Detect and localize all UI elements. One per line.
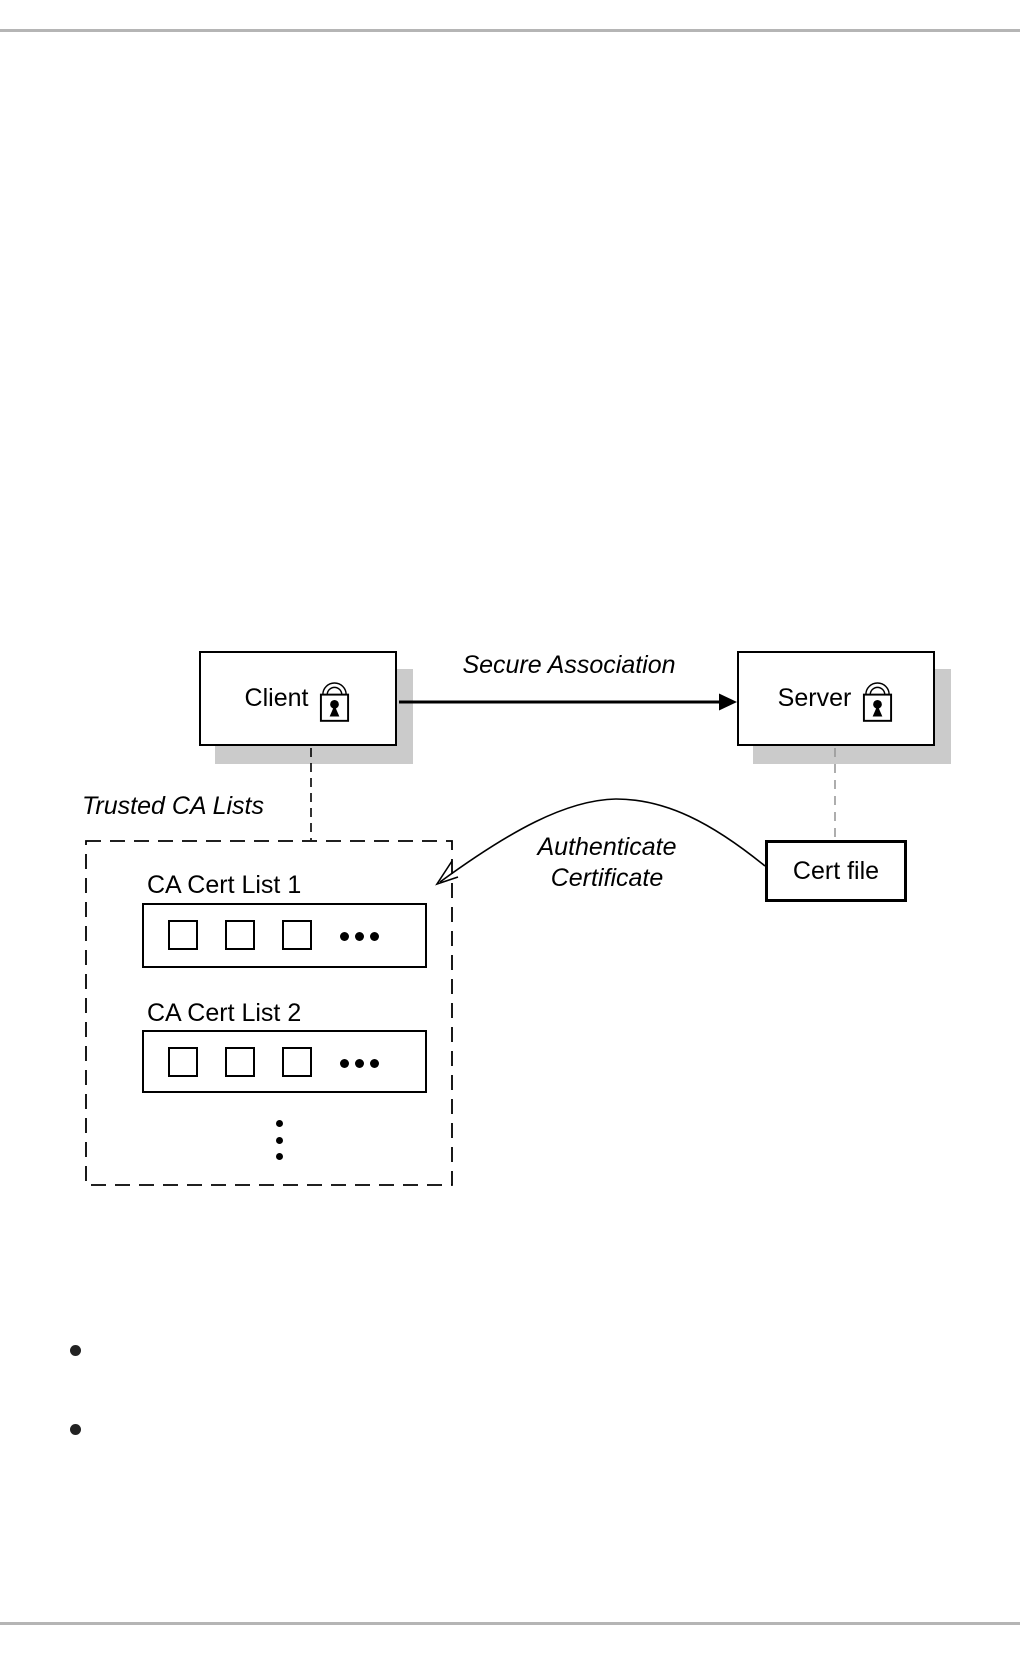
client-label: Client [244, 684, 309, 712]
more-certs-ellipsis-dot [370, 1059, 379, 1068]
lock-icon [863, 682, 893, 722]
arrowhead-icon [719, 693, 737, 711]
trusted-ca-lists-label: Trusted CA Lists [82, 792, 264, 820]
secure-association-arrow [399, 693, 737, 711]
open-arrowhead-icon [435, 860, 459, 886]
authenticate-line2: Certificate [550, 864, 664, 892]
lock-icon [320, 682, 350, 722]
certificate-square [282, 920, 312, 950]
more-lists-ellipsis-dot [276, 1137, 283, 1144]
ca-cert-list-2-label: CA Cert List 2 [147, 999, 302, 1027]
more-lists-ellipsis-dot [276, 1120, 283, 1127]
cert-file-box: Cert file [765, 840, 907, 902]
more-certs-ellipsis-dot [340, 932, 349, 941]
more-certs-ellipsis-dot [370, 932, 379, 941]
server-box: Server [737, 651, 935, 746]
certificate-square [225, 920, 255, 950]
certificate-square [168, 1047, 198, 1077]
ca-cert-list-1 [142, 903, 427, 968]
header-rule [0, 29, 1020, 32]
authenticate-line1: Authenticate [537, 833, 677, 861]
certificate-square [282, 1047, 312, 1077]
ca-cert-list-2 [142, 1030, 427, 1093]
more-certs-ellipsis-dot [340, 1059, 349, 1068]
cert-file-label: Cert file [792, 856, 880, 885]
ca-cert-list-1-label: CA Cert List 1 [147, 871, 302, 899]
client-box: Client [199, 651, 397, 746]
more-lists-ellipsis-dot [276, 1153, 283, 1160]
more-certs-ellipsis-dot [355, 1059, 364, 1068]
footer-rule [0, 1622, 1020, 1625]
server-label: Server [777, 684, 852, 712]
more-certs-ellipsis-dot [355, 932, 364, 941]
secure-association-label: Secure Association [462, 651, 676, 679]
bullet-dot [70, 1345, 81, 1356]
authenticate-certificate-label: Authenticate Certificate [502, 832, 712, 894]
certificate-square [225, 1047, 255, 1077]
bullet-dot [70, 1424, 81, 1435]
certificate-square [168, 920, 198, 950]
